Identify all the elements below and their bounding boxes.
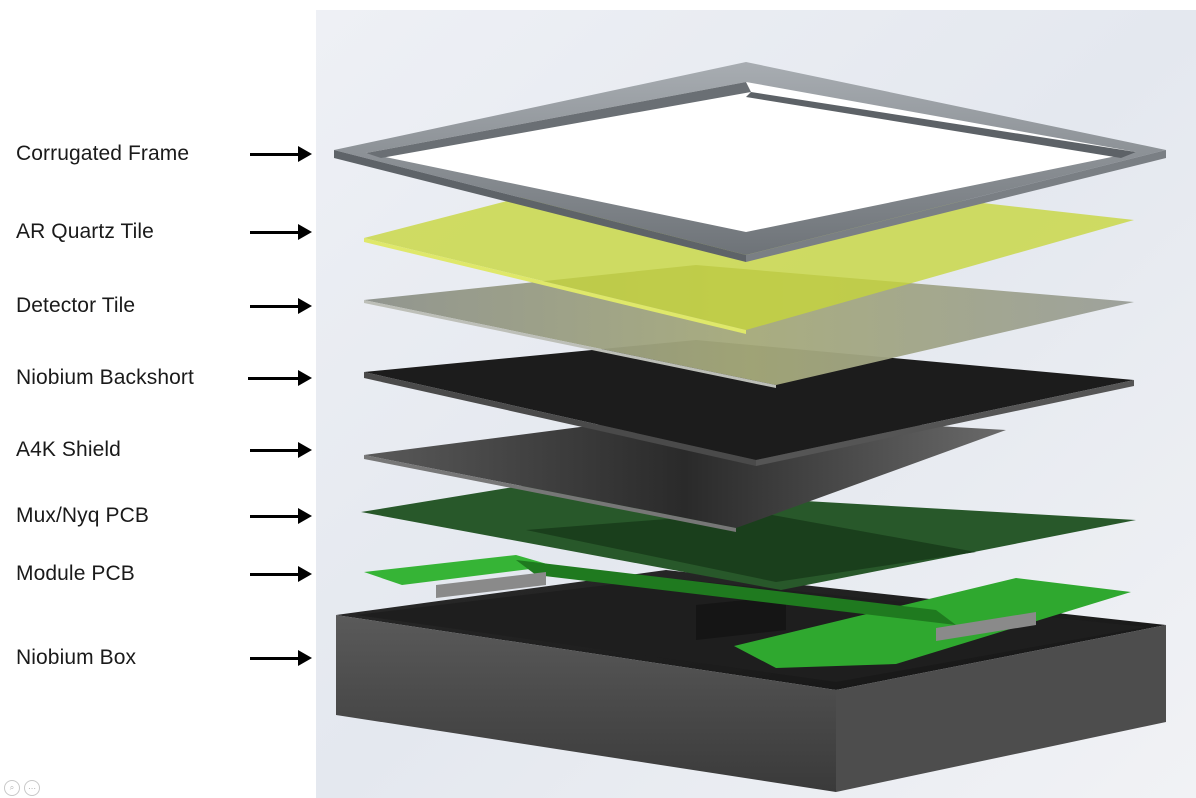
- layer-labels: Corrugated Frame AR Quartz Tile Detector…: [0, 0, 330, 798]
- niobium-backshort-shape: [364, 340, 1134, 466]
- label-row-mux-nyq-pcb: Mux/Nyq PCB: [16, 496, 149, 536]
- module-pcb-shape: [364, 555, 1131, 668]
- label-corrugated-frame: Corrugated Frame: [16, 142, 190, 165]
- corrugated-frame-shape: [334, 62, 1166, 262]
- label-row-niobium-backshort: Niobium Backshort: [16, 358, 194, 398]
- label-ar-quartz-tile: AR Quartz Tile: [16, 220, 154, 243]
- label-module-pcb: Module PCB: [16, 562, 135, 585]
- label-row-detector-tile: Detector Tile: [16, 286, 135, 326]
- more-icon[interactable]: ⋯: [24, 780, 40, 796]
- label-row-niobium-box: Niobium Box: [16, 638, 136, 678]
- label-row-corrugated-frame: Corrugated Frame: [16, 134, 189, 174]
- mux-nyq-pcb-shape: [361, 485, 1136, 590]
- label-detector-tile: Detector Tile: [16, 294, 136, 317]
- search-icon[interactable]: ⌕: [4, 780, 20, 796]
- niobium-box-shape: [336, 570, 1166, 792]
- exploded-module-render: [316, 10, 1196, 798]
- label-niobium-backshort: Niobium Backshort: [16, 366, 194, 389]
- label-row-module-pcb: Module PCB: [16, 554, 135, 594]
- label-niobium-box: Niobium Box: [16, 646, 137, 669]
- label-a4k-shield: A4K Shield: [16, 438, 121, 461]
- label-mux-nyq-pcb: Mux/Nyq PCB: [16, 504, 149, 527]
- label-row-a4k-shield: A4K Shield: [16, 430, 121, 470]
- corner-controls: ⌕ ⋯: [4, 780, 40, 796]
- label-row-ar-quartz-tile: AR Quartz Tile: [16, 212, 154, 252]
